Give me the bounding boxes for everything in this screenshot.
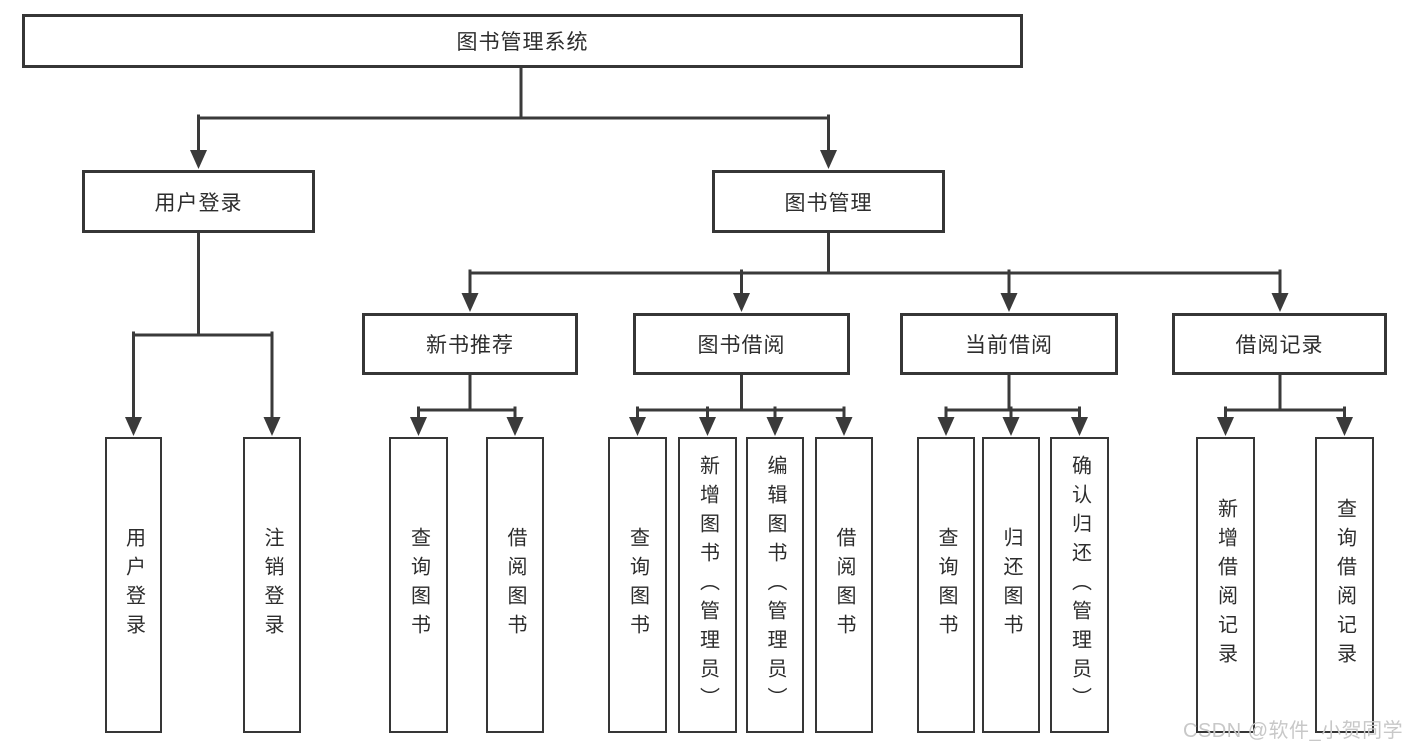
leaf-nbr-query-book: 查询图书 (389, 437, 448, 733)
leaf-cb-return-book: 归还图书 (982, 437, 1040, 733)
node-current-borrow-label: 当前借阅 (965, 334, 1053, 357)
leaf-nbr-query-book-label: 查询图书 (407, 527, 430, 643)
node-user-login-label: 用户登录 (154, 191, 243, 215)
node-new-book-recommend: 新书推荐 (362, 313, 578, 375)
node-current-borrow: 当前借阅 (900, 313, 1118, 375)
leaf-cb-confirm-return-admin: 确认归还（管理员） (1050, 437, 1109, 733)
leaf-nbr-borrow-book: 借阅图书 (486, 437, 544, 733)
leaf-cb-query-book-label: 查询图书 (935, 527, 957, 643)
node-borrow-records-label: 借阅记录 (1235, 334, 1324, 357)
leaf-user-login: 用户登录 (105, 437, 162, 733)
leaf-bb-edit-book-admin-label: 编辑图书（管理员） (764, 454, 786, 716)
node-root: 图书管理系统 (22, 14, 1023, 68)
leaf-bb-query-book-label: 查询图书 (626, 527, 649, 643)
node-root-label: 图书管理系统 (456, 31, 589, 54)
leaf-bb-borrow-book-label: 借阅图书 (833, 527, 855, 643)
node-new-book-recommend-label: 新书推荐 (426, 334, 514, 357)
node-book-borrow: 图书借阅 (633, 313, 850, 375)
leaf-cb-query-book: 查询图书 (917, 437, 975, 733)
leaf-cb-return-book-label: 归还图书 (1000, 527, 1022, 643)
node-borrow-records: 借阅记录 (1172, 313, 1387, 375)
node-book-borrow-label: 图书借阅 (697, 334, 786, 357)
node-book-management: 图书管理 (712, 170, 945, 233)
leaf-cb-confirm-return-admin-label: 确认归还（管理员） (1068, 454, 1091, 716)
node-book-management-label: 图书管理 (784, 191, 873, 215)
leaf-br-add-record: 新增借阅记录 (1196, 437, 1255, 733)
leaf-br-query-record: 查询借阅记录 (1315, 437, 1374, 733)
csdn-watermark: CSDN @软件_小贺同学 (1183, 720, 1404, 742)
leaf-br-add-record-label: 新增借阅记录 (1214, 498, 1237, 672)
leaf-bb-query-book: 查询图书 (608, 437, 667, 733)
node-user-login: 用户登录 (82, 170, 315, 233)
leaf-bb-borrow-book: 借阅图书 (815, 437, 873, 733)
leaf-bb-add-book-admin-label: 新增图书（管理员） (696, 454, 719, 716)
leaf-br-query-record-label: 查询借阅记录 (1333, 498, 1356, 672)
leaf-logout-label: 注销登录 (261, 527, 283, 643)
leaf-bb-add-book-admin: 新增图书（管理员） (678, 437, 737, 733)
leaf-logout: 注销登录 (243, 437, 301, 733)
leaf-user-login-label: 用户登录 (122, 527, 145, 643)
leaf-bb-edit-book-admin: 编辑图书（管理员） (746, 437, 804, 733)
leaf-nbr-borrow-book-label: 借阅图书 (504, 527, 526, 643)
